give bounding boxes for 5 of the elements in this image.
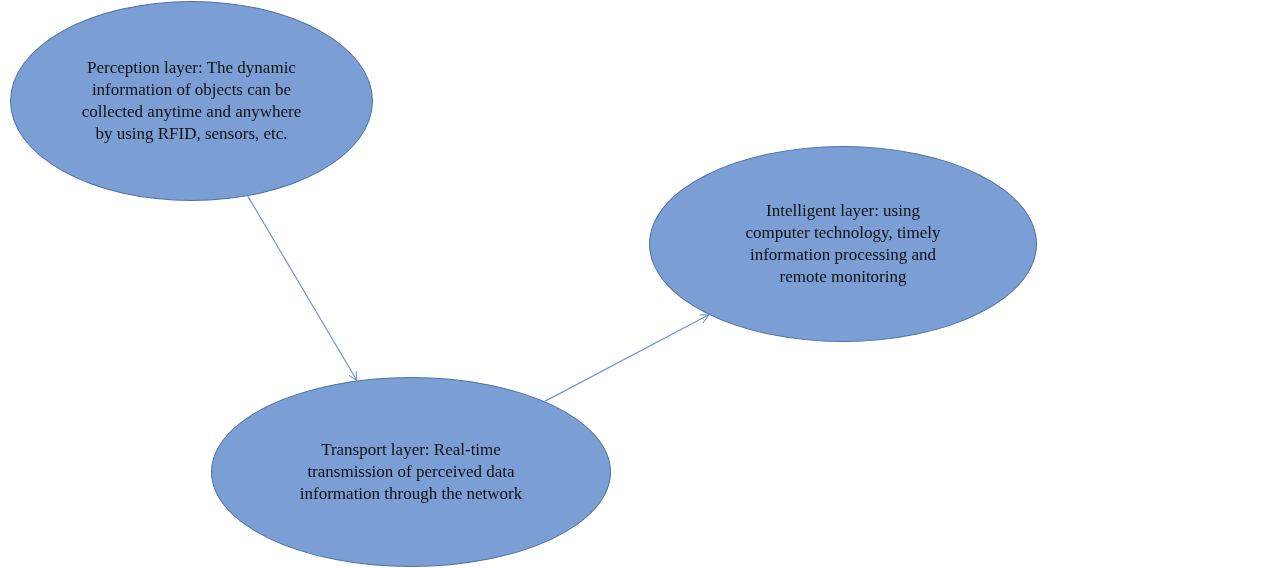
node-text: Perception layer: The dynamic information of objects can be collected anytime and anywhere by using RFID, sensors, etc. (80, 56, 303, 146)
node-text: Transport layer: Real-time transmission of perceived data information through the network (298, 438, 524, 506)
node-text: Intelligent layer: using computer technology, timely information processing and remote monitoring (744, 199, 942, 289)
arrow (544, 314, 710, 402)
arrow (247, 195, 358, 382)
